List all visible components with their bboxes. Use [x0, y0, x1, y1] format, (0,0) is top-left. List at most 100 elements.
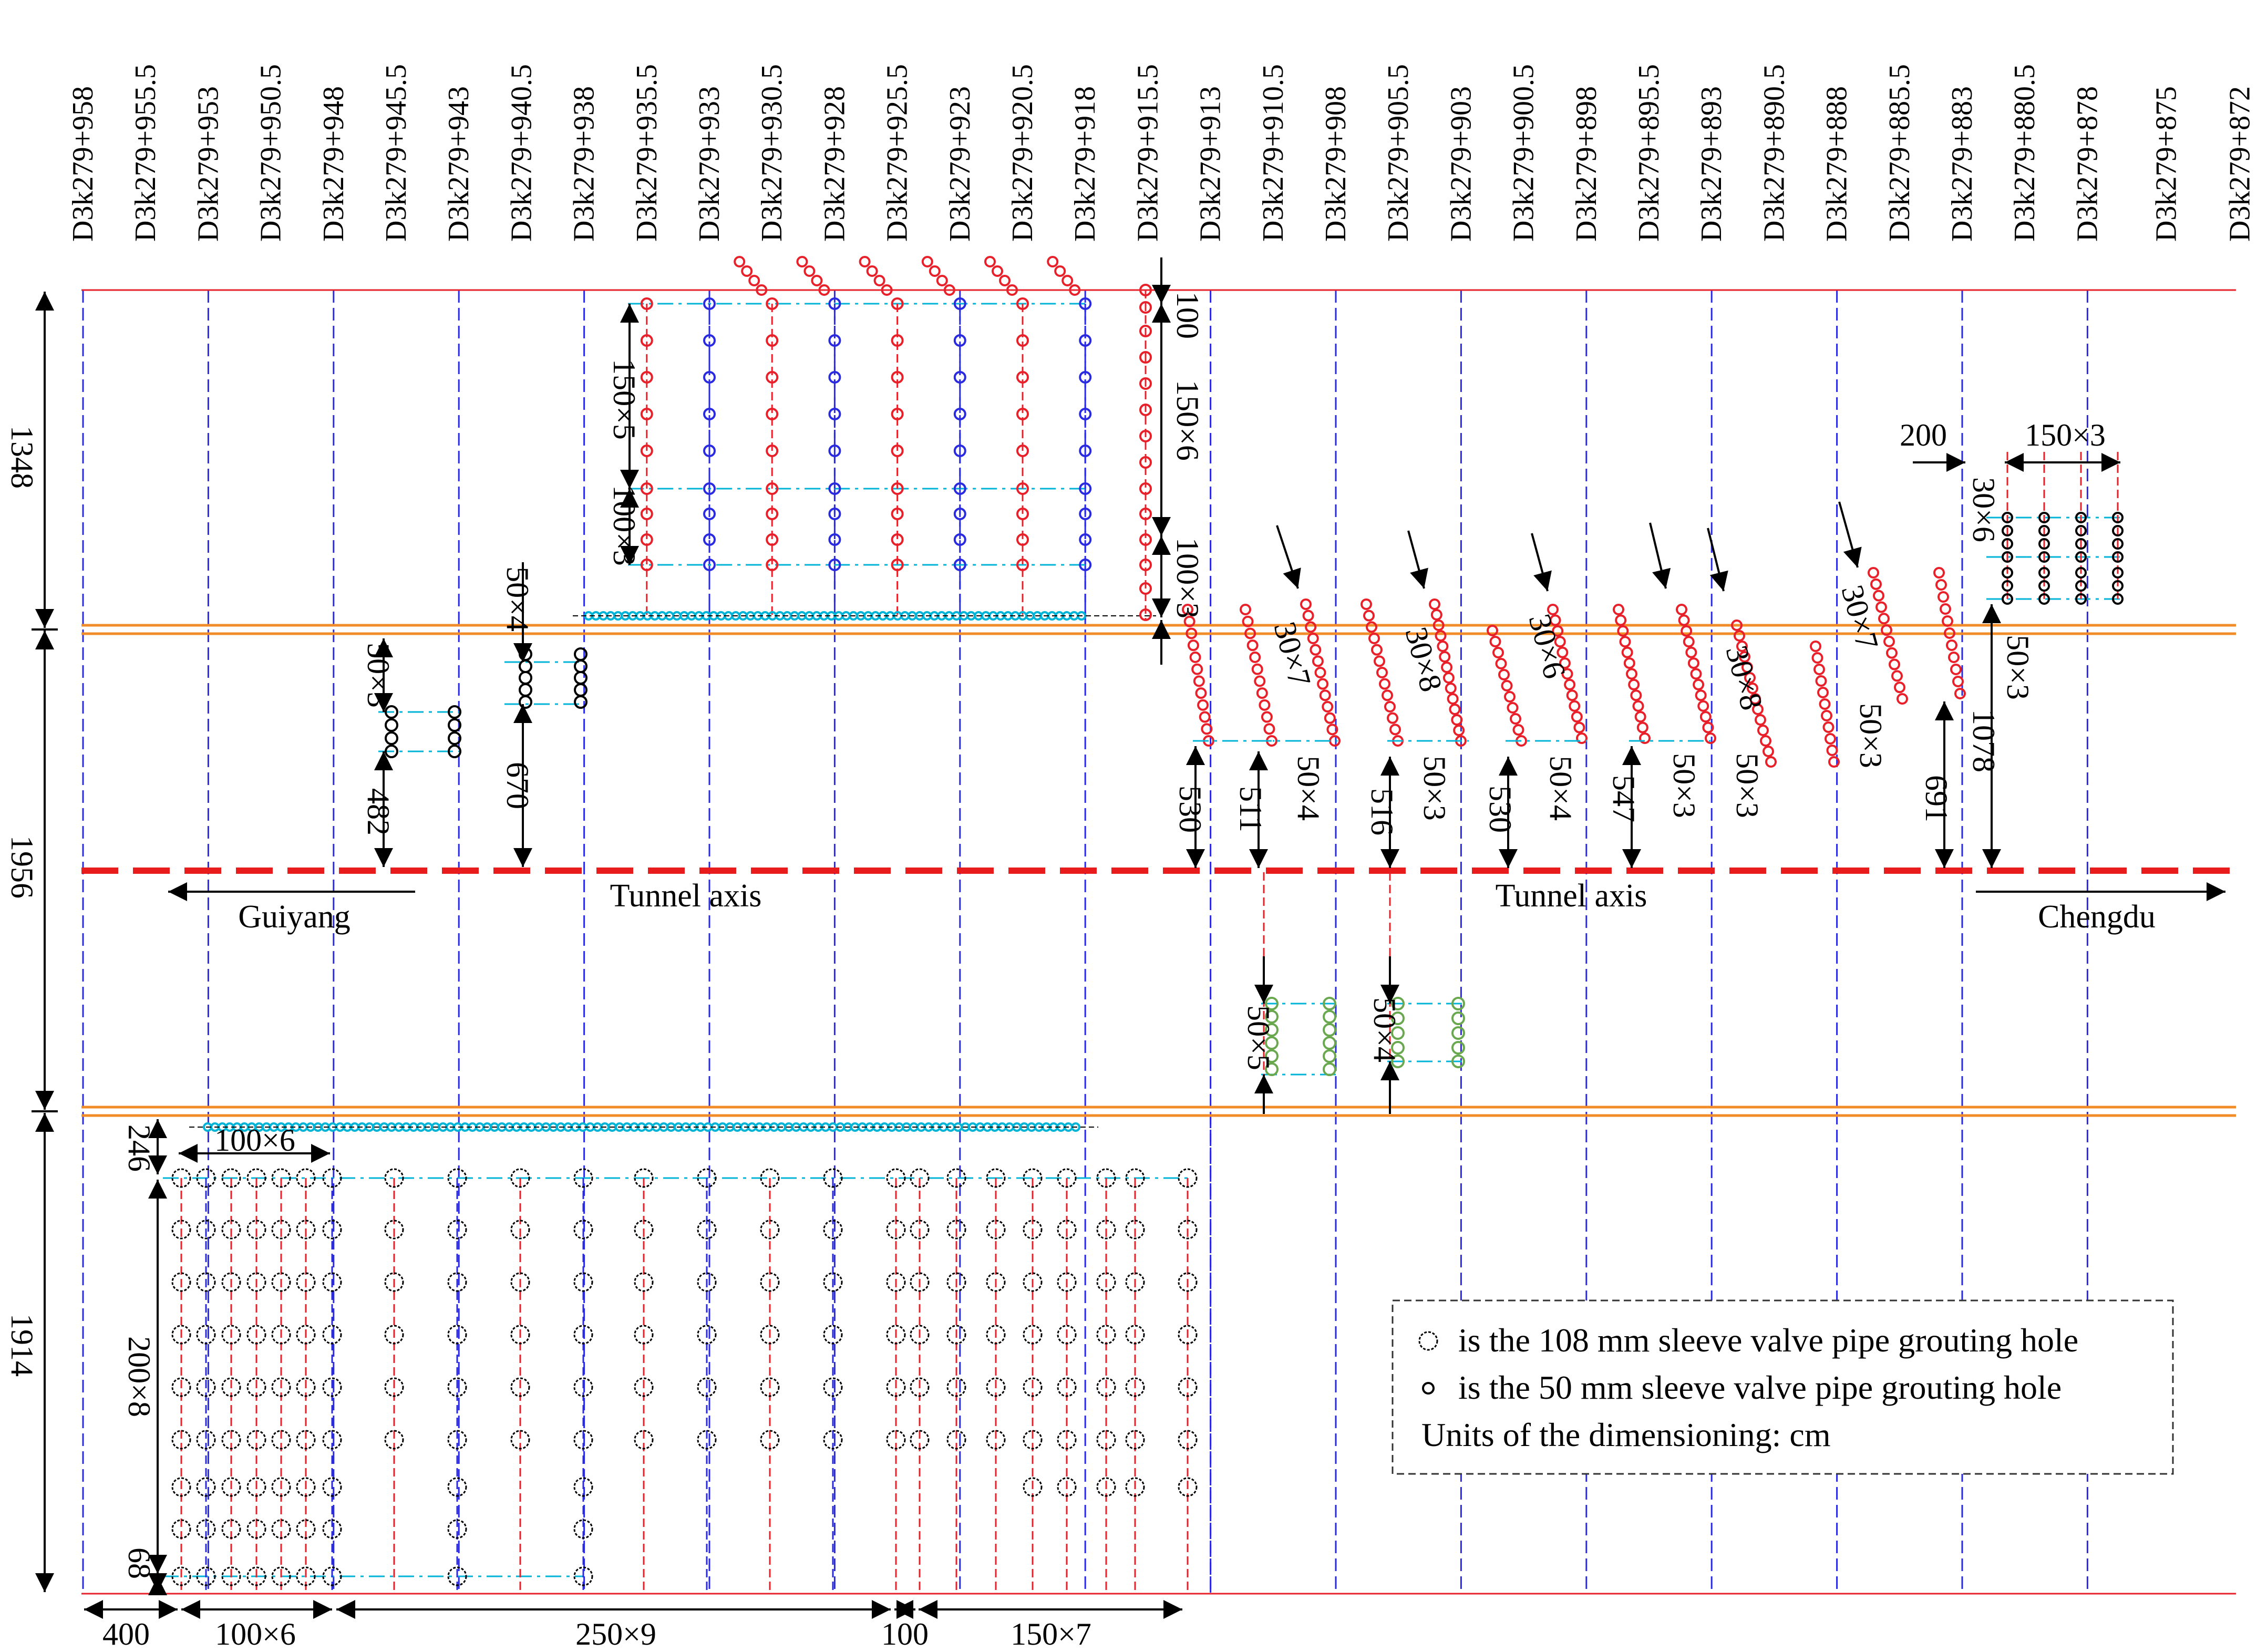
large-hole [886, 1168, 906, 1188]
small-hole [1300, 598, 1312, 610]
large-hole [573, 1566, 593, 1586]
r-dim-50x3e: 50×3 [2001, 635, 2035, 700]
large-hole [447, 1325, 467, 1345]
large-hole [246, 1272, 266, 1292]
small-hole [828, 559, 841, 571]
small-hole [1451, 1055, 1465, 1068]
small-hole [1079, 297, 1092, 310]
large-hole [271, 1477, 291, 1497]
small-hole [1432, 620, 1445, 631]
station-label: D3k279+890.5 [1758, 64, 1790, 242]
bz-dim-246: 246 [122, 1124, 157, 1172]
small-hole [640, 371, 653, 384]
small-hole [1186, 627, 1198, 639]
small-hole [1366, 621, 1377, 633]
large-hole [1057, 1430, 1077, 1450]
large-hole [946, 1430, 966, 1450]
small-hole [1139, 508, 1152, 520]
small-hole [873, 275, 885, 286]
large-hole [510, 1430, 530, 1450]
small-hole [1305, 621, 1317, 633]
small-hole [1199, 711, 1211, 723]
top-dim-100x3: 100×3 [607, 485, 642, 566]
small-hole [1054, 265, 1066, 277]
small-hole [1942, 615, 1953, 627]
small-hole [1883, 635, 1895, 647]
station-label: D3k279+908 [1320, 86, 1352, 242]
large-hole [1178, 1477, 1198, 1497]
large-hole [1125, 1477, 1145, 1497]
station-label: D3k279+935.5 [631, 64, 663, 242]
r-dim-50x3d: 50×3 [1853, 703, 1888, 768]
large-hole [946, 1272, 966, 1292]
large-hole [634, 1272, 654, 1292]
large-hole [1096, 1477, 1116, 1497]
bottom-zone-dimensions [148, 1119, 330, 1595]
small-hole [1487, 625, 1498, 636]
small-hole [703, 508, 716, 520]
small-hole [703, 482, 716, 495]
small-hole [640, 334, 653, 347]
station-label: D3k279+915.5 [1131, 64, 1164, 242]
small-hole [2075, 567, 2087, 579]
small-hole [1069, 284, 1081, 296]
small-hole [1451, 714, 1463, 726]
small-hole [1256, 687, 1268, 699]
small-hole [1760, 735, 1771, 747]
small-hole [1736, 641, 1748, 652]
direction-chengdu: Chengdu [2038, 899, 2156, 935]
small-hole [2112, 593, 2124, 605]
large-hole [510, 1220, 530, 1240]
large-hole [296, 1566, 316, 1586]
small-hole [1451, 997, 1465, 1010]
small-hole [1246, 639, 1259, 652]
small-hole [2112, 538, 2124, 550]
large-hole [697, 1220, 717, 1240]
station-label: D3k279+948 [317, 86, 350, 242]
left-dim-1956: 1956 [5, 835, 39, 899]
small-hole [1139, 284, 1152, 296]
large-hole [196, 1272, 216, 1292]
small-hole [1623, 657, 1635, 669]
small-hole [1897, 693, 1908, 705]
small-hole [1195, 687, 1207, 699]
small-hole [891, 445, 904, 457]
large-hole [196, 1430, 216, 1450]
small-hole [929, 265, 941, 277]
large-hole [1023, 1430, 1043, 1450]
small-hole [1731, 620, 1743, 631]
small-hole [818, 284, 830, 296]
small-hole [1079, 371, 1092, 384]
small-hole [1201, 723, 1213, 735]
small-hole [1636, 721, 1648, 734]
large-hole [447, 1168, 467, 1188]
small-hole [1741, 662, 1753, 673]
small-hole [640, 533, 653, 546]
small-hole [1699, 711, 1712, 723]
ls-dim-50x5: 50×5 [1241, 1005, 1276, 1070]
small-hole [1016, 533, 1029, 546]
large-hole [196, 1519, 216, 1539]
small-hole [2038, 580, 2050, 592]
large-hole [447, 1477, 467, 1497]
small-hole [1492, 647, 1504, 658]
small-hole [1749, 693, 1761, 705]
small-hole [448, 745, 461, 758]
small-hole [891, 533, 904, 546]
large-hole [221, 1430, 241, 1450]
small-hole [1946, 639, 1957, 651]
large-hole [322, 1430, 342, 1450]
small-hole [1634, 711, 1646, 723]
large-hole [986, 1430, 1006, 1450]
small-hole [1363, 610, 1375, 622]
small-hole [1886, 647, 1898, 659]
small-hole [1678, 614, 1690, 626]
small-hole [1302, 610, 1314, 622]
small-hole [1757, 725, 1769, 736]
small-hole [1495, 658, 1507, 669]
r-dim-516: 516 [1365, 788, 1399, 835]
large-hole [1023, 1377, 1043, 1397]
tunnel-axis-label-right: Tunnel axis [1496, 878, 1647, 914]
small-hole [1571, 711, 1583, 723]
